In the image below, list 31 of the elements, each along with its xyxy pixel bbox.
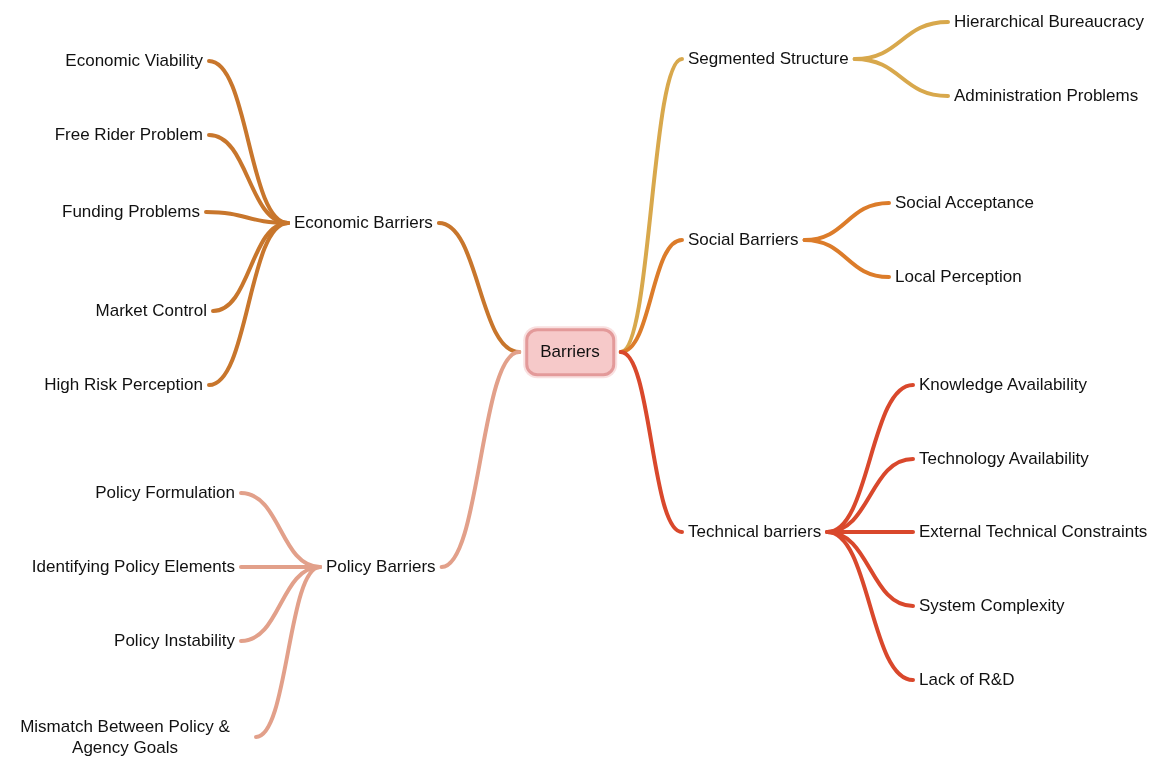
topic-label: Economic Barriers (294, 210, 433, 236)
topic-label: Lack of R&D (919, 667, 1015, 693)
topic-label: Technology Availability (919, 446, 1089, 472)
topic-label: High Risk Perception (44, 372, 203, 398)
topic-label: Policy Barriers (326, 554, 436, 580)
topic-label: Funding Problems (62, 199, 200, 225)
topic-label: Segmented Structure (688, 46, 849, 72)
topic-label: Hierarchical Bureaucracy (954, 9, 1144, 35)
topic-label: Free Rider Problem (54, 122, 203, 148)
topic-label: Administration Problems (954, 83, 1139, 109)
branch-line (852, 57, 950, 98)
branch-line (439, 350, 522, 569)
topic-label: Market Control (95, 298, 207, 324)
topic-label: External Technical Constraints (919, 519, 1148, 545)
branch-line (207, 221, 290, 387)
branch-line (802, 238, 891, 279)
topic-label: Identifying Policy Elements (31, 554, 235, 580)
topic-label: Local Perception (895, 264, 1022, 290)
topic-label: Knowledge Availability (919, 372, 1087, 398)
topic-label: Mismatch Between Policy & Agency Goals (0, 716, 250, 758)
branch-line (618, 350, 684, 534)
topic-label: Economic Viability (65, 48, 203, 74)
topic-label: System Complexity (919, 593, 1065, 619)
branch-line (254, 565, 322, 739)
topic-label: Technical barriers (688, 519, 822, 545)
topic-label: Social Acceptance (895, 190, 1034, 216)
branch-line (825, 530, 915, 682)
topic-label: Policy Formulation (95, 480, 235, 506)
root-topic-box: Barriers (525, 328, 615, 376)
topic-label: Policy Instability (114, 628, 235, 654)
topic-label: Social Barriers (688, 227, 799, 253)
